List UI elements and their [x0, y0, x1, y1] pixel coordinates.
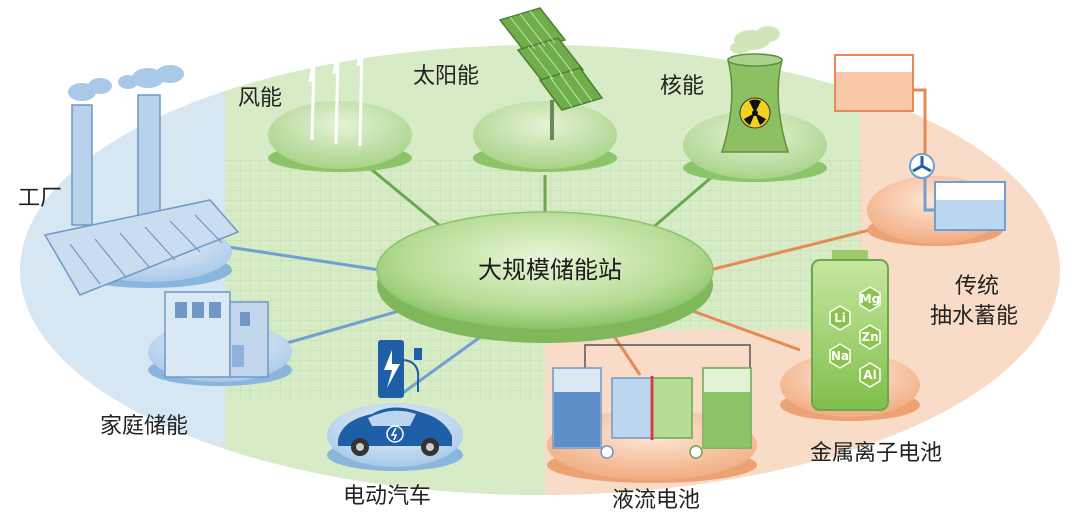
element-hexagons: Mg Li Zn Na Al — [829, 286, 881, 388]
flow-battery-label: 液流电池 — [612, 488, 701, 513]
radiation-icon — [739, 97, 771, 129]
nuclear-label: 核能 — [660, 74, 705, 99]
pump-fan-icon — [909, 153, 935, 179]
solar-label: 太阳能 — [413, 64, 480, 89]
charging-station-icon — [378, 340, 422, 398]
metal-ion-label: 金属离子电池 — [810, 441, 943, 466]
home-storage-label: 家庭储能 — [100, 414, 189, 439]
house-icon — [164, 291, 269, 378]
wind-label: 风能 — [238, 86, 283, 111]
home-storage-node — [148, 291, 292, 386]
element-mg: Mg — [860, 292, 881, 306]
car-icon — [338, 407, 452, 456]
element-na: Na — [831, 349, 849, 363]
factory-node — [43, 65, 240, 296]
element-zn: Zn — [861, 330, 878, 344]
factory-icon — [43, 65, 240, 296]
flow-battery-icon — [552, 344, 752, 459]
ev-label: 电动汽车 — [343, 484, 432, 509]
wind-turbine-icon — [295, 23, 385, 147]
pumped-hydro-node — [834, 54, 1006, 246]
flow-battery-node — [547, 344, 757, 483]
solar-node — [473, 7, 617, 172]
ev-node — [327, 340, 463, 471]
pumped-hydro-label-line1: 传统 — [955, 274, 1000, 299]
battery-icon: Mg Li Zn Na Al — [811, 250, 889, 411]
central-station-label: 大规模储能站 — [478, 256, 622, 284]
nuclear-node — [683, 26, 827, 182]
wind-node — [268, 23, 412, 172]
pumped-hydro-label-line2: 抽水蓄能 — [930, 304, 1019, 329]
central-hub — [376, 211, 714, 343]
reservoir-icon — [834, 54, 1006, 231]
element-al: Al — [863, 368, 876, 382]
factory-label: 工厂 — [18, 186, 63, 211]
metal-ion-node: Mg Li Zn Na Al — [780, 250, 920, 421]
element-li: Li — [834, 311, 846, 325]
cooling-tower-icon — [720, 26, 790, 153]
solar-panel-icon — [498, 7, 604, 140]
